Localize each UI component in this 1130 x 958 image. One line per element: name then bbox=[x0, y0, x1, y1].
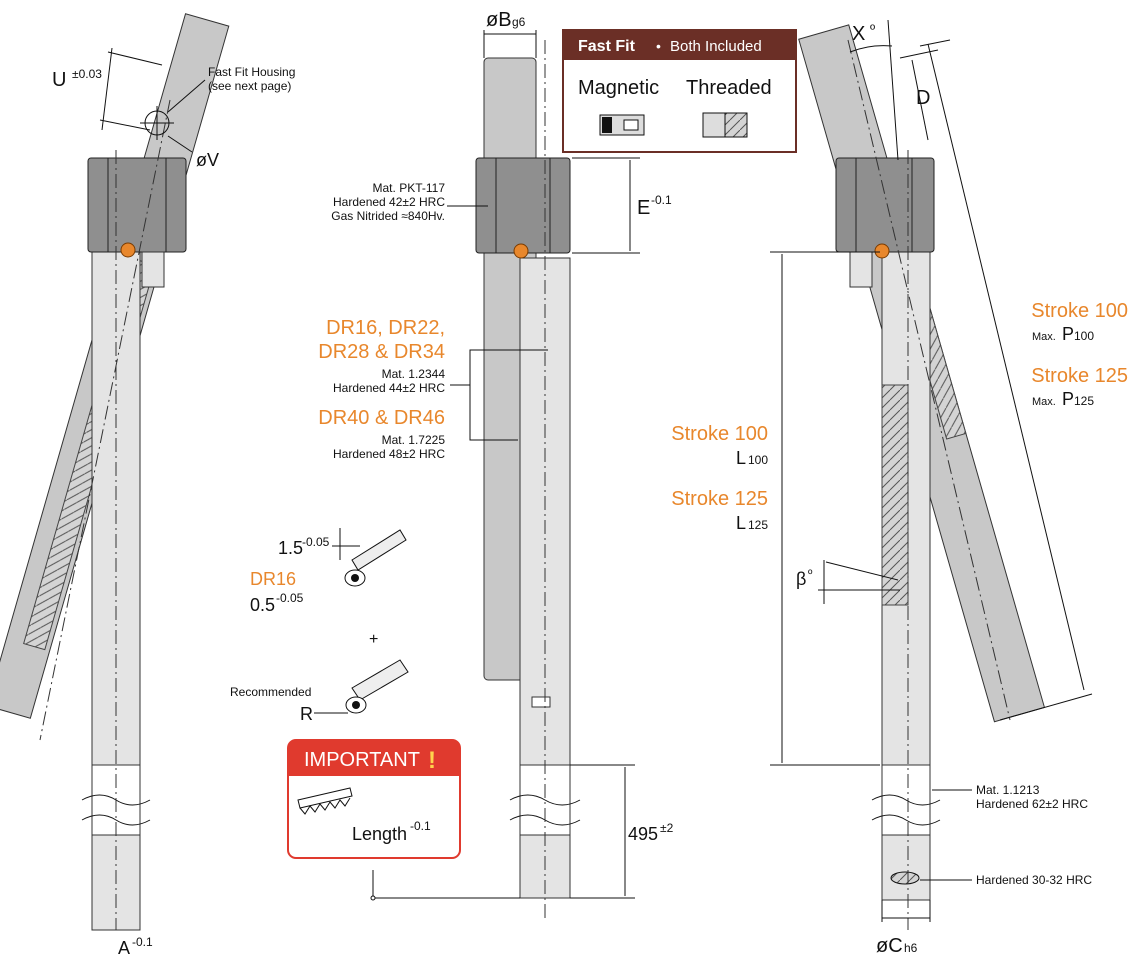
group1-line2: DR28 & DR34 bbox=[318, 341, 445, 363]
beta-unit: º bbox=[808, 567, 813, 581]
right-end-section bbox=[890, 871, 920, 885]
left-view: U ±0.03 Fast Fit Housing (see next page)… bbox=[0, 13, 295, 958]
total-val: 495 bbox=[628, 824, 658, 844]
mat-shank-1: Mat. 1.1213 bbox=[976, 783, 1040, 797]
housing-note-1: Fast Fit Housing bbox=[208, 65, 295, 79]
e-tol: -0.1 bbox=[651, 193, 672, 207]
p100-sub: 100 bbox=[1074, 329, 1094, 343]
magnetic-insert-icon bbox=[599, 114, 645, 136]
p100: P bbox=[1062, 324, 1074, 344]
total-tol: ±2 bbox=[660, 821, 674, 835]
fastfit-dot: • bbox=[656, 38, 661, 54]
group1-line1: DR16, DR22, bbox=[326, 317, 445, 339]
mat-pkt-3: Gas Nitrided ≈840Hv. bbox=[331, 209, 445, 223]
l125: L bbox=[736, 513, 746, 533]
stroke100-l: Stroke 100 bbox=[671, 423, 768, 445]
center-pivot-dot bbox=[513, 243, 529, 259]
b-tol: g6 bbox=[512, 15, 526, 29]
beta-dim: β bbox=[796, 569, 806, 589]
fastfit-title: Fast Fit bbox=[578, 38, 636, 55]
mat-shank-2: Hardened 62±2 HRC bbox=[976, 797, 1088, 811]
l125-sub: 125 bbox=[748, 518, 768, 532]
saw-icon bbox=[297, 787, 353, 815]
r-dim: R bbox=[300, 704, 313, 724]
c-dim: øC bbox=[876, 935, 903, 957]
important-mark: ! bbox=[428, 747, 436, 774]
b-dim: øB bbox=[486, 9, 512, 31]
length-label: Length bbox=[352, 824, 407, 844]
d-dim: D bbox=[916, 87, 930, 109]
group2-title: DR40 & DR46 bbox=[318, 407, 445, 429]
right-view: X º D Stroke 100 Max. P 100 Stroke 125 M… bbox=[671, 19, 1128, 957]
mat-end: Hardened 30-32 HRC bbox=[976, 873, 1092, 887]
right-housing bbox=[835, 157, 935, 253]
mat-pkt-2: Hardened 42±2 HRC bbox=[333, 195, 445, 209]
housing-note-2: (see next page) bbox=[208, 79, 291, 93]
length-tol: -0.1 bbox=[410, 819, 431, 833]
a-tol: -0.1 bbox=[132, 935, 153, 949]
x-unit: º bbox=[870, 21, 875, 37]
fastfit-magnetic: Magnetic bbox=[578, 77, 659, 99]
step-val: 0.5 bbox=[250, 595, 275, 615]
stroke125-p: Stroke 125 bbox=[1031, 365, 1128, 387]
p125-sub: 125 bbox=[1074, 394, 1094, 408]
l100-sub: 100 bbox=[748, 453, 768, 467]
fastfit-threaded: Threaded bbox=[686, 77, 772, 99]
x-dim: X bbox=[852, 23, 865, 45]
important-title: IMPORTANT bbox=[304, 749, 420, 771]
c-tol: h6 bbox=[904, 941, 918, 955]
group1-hard: Hardened 44±2 HRC bbox=[333, 381, 445, 395]
important-notice: IMPORTANT ! Length -0.1 bbox=[287, 739, 461, 859]
p100-max: Max. bbox=[1032, 331, 1056, 343]
flat-tol: -0.05 bbox=[302, 535, 330, 549]
left-housing bbox=[87, 157, 187, 253]
right-pivot-dot bbox=[874, 243, 890, 259]
dr16-label: DR16 bbox=[250, 569, 296, 589]
left-pivot-dot bbox=[120, 242, 136, 258]
p125: P bbox=[1062, 389, 1074, 409]
center-view: øB g6 Mat. PKT-117 Hardened 42±2 HRC Gas… bbox=[230, 9, 674, 920]
stroke100-p: Stroke 100 bbox=[1031, 300, 1128, 322]
step-tol: -0.05 bbox=[276, 591, 304, 605]
fast-fit-panel: Fast Fit • Both Included Magnetic Thread… bbox=[562, 29, 797, 153]
group2-mat: Mat. 1.7225 bbox=[382, 433, 446, 447]
l100: L bbox=[736, 448, 746, 468]
recommended-label: Recommended bbox=[230, 685, 311, 699]
p125-max: Max. bbox=[1032, 396, 1056, 408]
stroke125-l: Stroke 125 bbox=[671, 488, 768, 510]
u-tol: ±0.03 bbox=[72, 67, 102, 81]
flat-val: 1.5 bbox=[278, 538, 303, 558]
center-housing bbox=[475, 157, 571, 254]
group2-hard: Hardened 48±2 HRC bbox=[333, 447, 445, 461]
dr16-pin-detail bbox=[332, 528, 407, 587]
fastfit-subtitle: Both Included bbox=[670, 38, 762, 55]
recommended-pin-detail bbox=[345, 659, 409, 714]
v-dim: øV bbox=[196, 150, 219, 170]
mat-pkt-1: Mat. PKT-117 bbox=[373, 181, 446, 195]
threaded-insert-icon bbox=[702, 112, 748, 138]
u-dim: U bbox=[52, 69, 66, 91]
plus-sign: + bbox=[369, 631, 378, 648]
group1-mat: Mat. 1.2344 bbox=[382, 367, 446, 381]
e-dim: E bbox=[637, 197, 650, 219]
a-dim: A bbox=[118, 938, 130, 958]
